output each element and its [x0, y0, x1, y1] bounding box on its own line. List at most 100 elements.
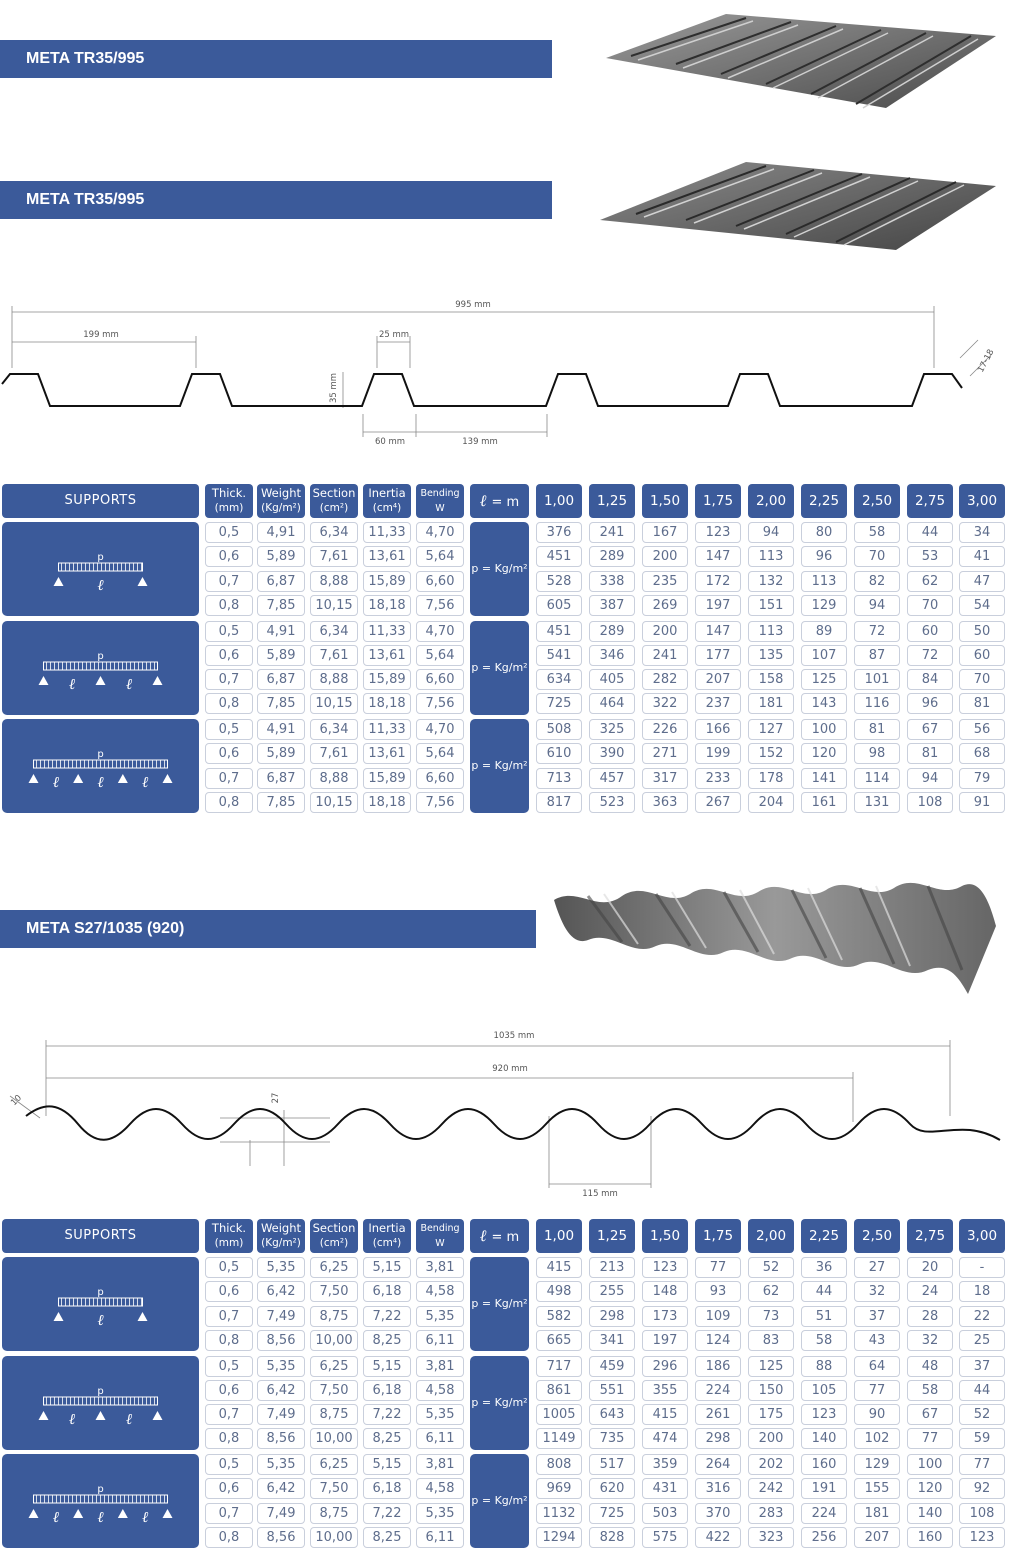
property-cell: 7,22 [363, 1502, 411, 1524]
load-value-cell: 43 [854, 1329, 900, 1351]
property-cell: 7,22 [363, 1305, 411, 1327]
property-cell: 8,25 [363, 1428, 411, 1450]
load-unit-label: p = Kg/m² [470, 1454, 529, 1548]
load-value-cell: 28 [907, 1305, 953, 1327]
property-cell: 13,61 [363, 546, 411, 568]
dim-pitch: 199 mm [83, 330, 119, 340]
load-value-cell: 213 [589, 1257, 635, 1278]
header-span-1,50: 1,50 [642, 484, 688, 518]
load-value-cell: 186 [695, 1355, 741, 1377]
svg-text:p: p [97, 552, 103, 563]
load-value-cell: 665 [536, 1329, 582, 1351]
load-value-cell: 160 [801, 1454, 847, 1475]
load-value-cell: 264 [695, 1454, 741, 1475]
load-value-cell: 48 [907, 1355, 953, 1377]
property-cell: 5,64 [416, 546, 464, 568]
property-cell: 0,8 [205, 594, 253, 616]
property-cell: 18,18 [363, 791, 411, 813]
property-cell: 0,6 [205, 1478, 253, 1500]
property-cell: 8,56 [257, 1428, 305, 1450]
load-value-cell: 199 [695, 743, 741, 765]
load-value-cell: 1294 [536, 1526, 582, 1548]
load-value-cell: 204 [748, 791, 794, 813]
header-weight: Weight(Kg/m²) [257, 1219, 305, 1253]
property-cell: 13,61 [363, 743, 411, 765]
header-span-1,50: 1,50 [642, 1219, 688, 1253]
property-cell: 11,33 [363, 719, 411, 740]
property-cell: 8,25 [363, 1329, 411, 1351]
property-cell: 5,64 [416, 743, 464, 765]
load-value-cell: 70 [854, 546, 900, 568]
property-cell: 4,70 [416, 522, 464, 543]
load-value-cell: - [959, 1257, 1005, 1278]
property-cell: 6,11 [416, 1428, 464, 1450]
load-unit-label: p = Kg/m² [470, 1355, 529, 1450]
load-value-cell: 54 [959, 594, 1005, 616]
property-cell: 7,49 [257, 1305, 305, 1327]
load-value-cell: 77 [907, 1428, 953, 1450]
property-cell: 10,00 [310, 1526, 358, 1548]
load-value-cell: 100 [801, 719, 847, 740]
load-value-cell: 241 [589, 522, 635, 543]
property-cell: 6,25 [310, 1454, 358, 1475]
load-value-cell: 181 [748, 693, 794, 715]
property-cell: 4,91 [257, 522, 305, 543]
header-span-1,00: 1,00 [536, 1219, 582, 1253]
header-supports: SUPPORTS [2, 1219, 199, 1253]
property-cell: 5,89 [257, 743, 305, 765]
header-thick: Thick.(mm) [205, 1219, 253, 1253]
header-span-2,25: 2,25 [801, 1219, 847, 1253]
property-cell: 0,8 [205, 1526, 253, 1548]
property-cell: 0,5 [205, 1257, 253, 1278]
load-value-cell: 241 [642, 644, 688, 666]
load-value-cell: 90 [854, 1404, 900, 1426]
property-cell: 3,81 [416, 1355, 464, 1377]
load-value-cell: 67 [907, 719, 953, 740]
load-value-cell: 87 [854, 644, 900, 666]
load-value-cell: 68 [959, 743, 1005, 765]
svg-text:ℓ: ℓ [126, 1410, 132, 1428]
load-value-cell: 143 [801, 693, 847, 715]
svg-text:ℓ: ℓ [53, 773, 59, 791]
property-cell: 10,15 [310, 693, 358, 715]
property-cell: 4,70 [416, 719, 464, 740]
svg-text:ℓ: ℓ [69, 1410, 75, 1428]
svg-text:p: p [97, 1484, 103, 1495]
load-value-cell: 105 [801, 1379, 847, 1401]
property-cell: 4,58 [416, 1379, 464, 1401]
property-cell: 3,81 [416, 1454, 464, 1475]
load-value-cell: 44 [959, 1379, 1005, 1401]
load-value-cell: 166 [695, 719, 741, 740]
load-value-cell: 62 [907, 570, 953, 592]
header-span-2,00: 2,00 [748, 1219, 794, 1253]
load-value-cell: 282 [642, 669, 688, 691]
property-cell: 5,15 [363, 1355, 411, 1377]
header-span-1,75: 1,75 [695, 1219, 741, 1253]
load-value-cell: 56 [959, 719, 1005, 740]
load-value-cell: 96 [801, 546, 847, 568]
svg-text:ℓ: ℓ [142, 773, 148, 791]
load-value-cell: 451 [536, 620, 582, 642]
header-span-2,75: 2,75 [907, 1219, 953, 1253]
header-span-1,00: 1,00 [536, 484, 582, 518]
load-value-cell: 620 [589, 1478, 635, 1500]
property-cell: 6,34 [310, 522, 358, 543]
property-cell: 0,6 [205, 644, 253, 666]
load-value-cell: 969 [536, 1478, 582, 1500]
property-cell: 0,5 [205, 719, 253, 740]
load-value-cell: 70 [907, 594, 953, 616]
property-cell: 0,5 [205, 1355, 253, 1377]
property-cell: 0,8 [205, 791, 253, 813]
header-thick: Thick.(mm) [205, 484, 253, 518]
property-cell: 6,18 [363, 1281, 411, 1303]
property-cell: 15,89 [363, 570, 411, 592]
header-span-2,50: 2,50 [854, 1219, 900, 1253]
load-value-cell: 150 [748, 1379, 794, 1401]
load-value-cell: 256 [801, 1526, 847, 1548]
load-value-cell: 575 [642, 1526, 688, 1548]
property-cell: 6,60 [416, 669, 464, 691]
